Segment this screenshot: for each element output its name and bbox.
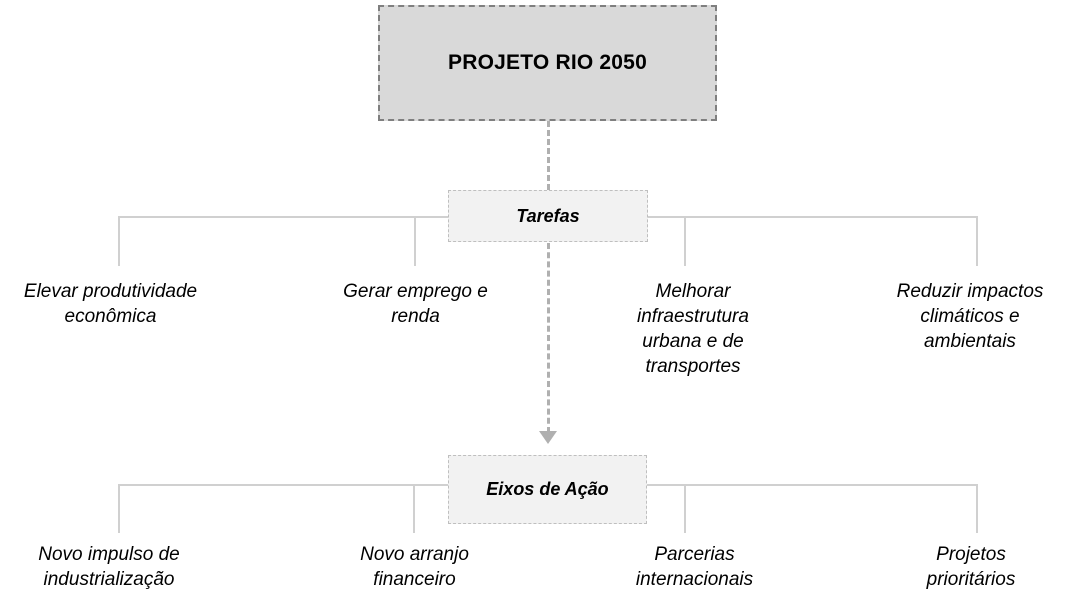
connector-drop-eixos-3 <box>684 484 686 533</box>
connector-drop-eixos-4 <box>976 484 978 533</box>
flow-connector-tarefas-to-eixos <box>547 243 550 433</box>
arrowhead-icon <box>539 431 557 444</box>
category-node-eixos-de-acao[interactable]: Eixos de Ação <box>448 455 647 524</box>
leaf-eixos-1: Novo impulso de industrialização <box>38 544 180 591</box>
connector-bus-tarefas-right <box>647 216 978 218</box>
connector-drop-eixos-2 <box>413 484 415 533</box>
leaf-eixos-4: Projetos prioritários <box>926 544 1016 591</box>
connector-drop-tarefas-2 <box>414 216 416 266</box>
connector-drop-tarefas-1 <box>118 216 120 266</box>
connector-bus-eixos-right <box>646 484 978 486</box>
connector-bus-eixos-left <box>118 484 449 486</box>
leaf-tarefas-1: Elevar produtividade econômica <box>23 281 198 328</box>
connector-drop-tarefas-3 <box>684 216 686 266</box>
category-node-eixos-label: Eixos de Ação <box>486 479 609 499</box>
category-node-tarefas-label: Tarefas <box>516 205 580 226</box>
category-node-tarefas[interactable]: Tarefas <box>448 190 648 242</box>
leaf-eixos-3: Parcerias internacionais <box>635 544 754 591</box>
leaf-tarefas-2: Gerar emprego e renda <box>343 281 488 328</box>
flow-connector-root-to-tarefas <box>547 121 550 190</box>
leaf-tarefas-3: Melhorar infraestrutura urbana e de tran… <box>637 281 749 378</box>
leaf-eixos-2: Novo arranjo financeiro <box>360 544 469 591</box>
connector-drop-tarefas-4 <box>976 216 978 266</box>
leaf-tarefas-4: Reduzir impactos climáticos e ambientais <box>896 281 1044 353</box>
connector-drop-eixos-1 <box>118 484 120 533</box>
connector-bus-tarefas-left <box>118 216 449 218</box>
root-node-label: PROJETO RIO 2050 <box>448 51 647 74</box>
root-node-projeto-rio-2050[interactable]: PROJETO RIO 2050 <box>378 5 717 121</box>
